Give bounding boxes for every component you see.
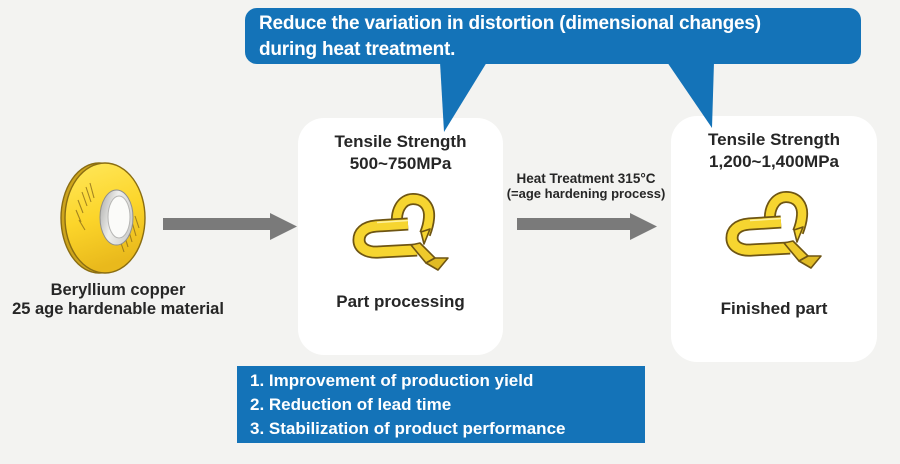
material-label-line2: 25 age hardenable material (12, 300, 224, 318)
card-caption: Finished part (720, 299, 828, 318)
heat-treatment-line1: Heat Treatment 315°C (516, 171, 656, 186)
tensile-strength-label: Tensile Strength 500~750MPa (298, 131, 503, 175)
callout-pointer-right-icon (667, 62, 714, 128)
material-label-line1: Beryllium copper (50, 281, 186, 299)
arrow-right-icon (163, 213, 297, 240)
benefit-item-2: 2. Reduction of lead time (250, 395, 452, 414)
part-image (724, 188, 824, 280)
tensile-line1: Tensile Strength (708, 130, 840, 149)
material-label: Beryllium copper 25 age hardenable mater… (0, 281, 236, 319)
copper-coil-image (60, 162, 146, 274)
part-processing-card: Tensile Strength 500~750MPa Part process… (298, 118, 503, 355)
tensile-value: 500~750MPa (349, 154, 452, 173)
tensile-value: 1,200~1,400MPa (709, 152, 839, 171)
card-caption: Part processing (336, 292, 465, 311)
benefits-panel: 1. Improvement of production yield 2. Re… (237, 366, 645, 443)
finished-part-card: Tensile Strength 1,200~1,400MPa Finished… (671, 116, 877, 362)
benefit-item-3: 3. Stabilization of product performance (250, 419, 566, 438)
tensile-line1: Tensile Strength (334, 132, 467, 151)
benefit-item-1: 1. Improvement of production yield (250, 371, 534, 390)
tensile-strength-label: Tensile Strength 1,200~1,400MPa (671, 129, 877, 173)
callout-pointer-left-icon (440, 62, 487, 132)
heat-treatment-line2: (=age hardening process) (506, 186, 666, 201)
arrow-right-icon (517, 213, 657, 240)
part-image (351, 190, 451, 282)
heat-treatment-label: Heat Treatment 315°C (=age hardening pro… (496, 171, 676, 201)
headline-banner: Reduce the variation in distortion (dime… (245, 8, 861, 64)
headline-line2: during heat treatment. (259, 39, 456, 60)
headline-line1: Reduce the variation in distortion (dime… (259, 13, 761, 34)
